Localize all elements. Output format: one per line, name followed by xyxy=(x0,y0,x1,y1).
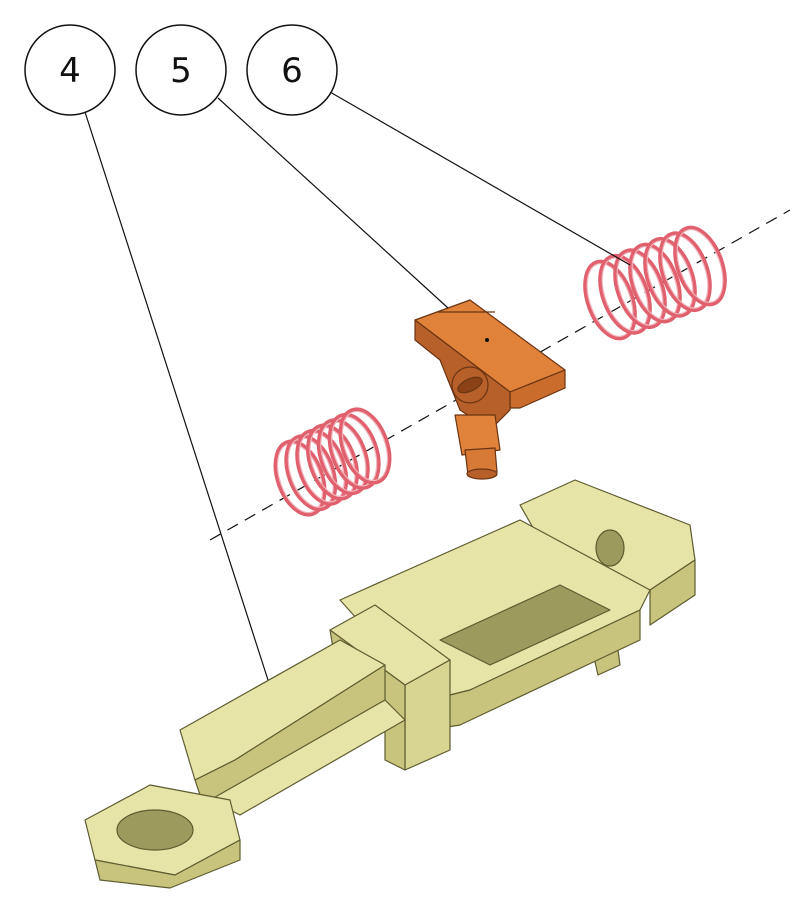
spring-left-coils xyxy=(273,407,392,517)
slider-rear-hole xyxy=(595,529,625,567)
callout-balloon-5: 5 xyxy=(135,24,227,116)
callout-balloon-6: 6 xyxy=(246,24,338,116)
spring-left-coil xyxy=(306,423,359,501)
spring-right-coil xyxy=(628,242,682,324)
spring-right-coil-highlight xyxy=(586,263,634,337)
spring-right-coil-highlight xyxy=(631,246,679,320)
slider-frame xyxy=(84,479,696,889)
spring-left xyxy=(273,407,392,517)
callout-label-5: 5 xyxy=(170,51,192,91)
leader-line-6 xyxy=(329,91,631,266)
callout-label-4: 4 xyxy=(59,51,81,91)
slider-front-ring-side xyxy=(94,839,241,889)
cam-latch-stem xyxy=(454,414,501,456)
leader-line-5 xyxy=(217,97,449,309)
cam-latch-pin-tip xyxy=(466,468,498,480)
spring-left-coil xyxy=(295,428,349,506)
leader-line-4 xyxy=(84,111,269,681)
spring-right-coil xyxy=(583,259,637,341)
slider-inner-slot xyxy=(439,584,611,666)
leader-dot-5 xyxy=(485,338,489,342)
spring-right-coils xyxy=(583,225,727,341)
spring-right xyxy=(583,225,727,341)
spring-right-coil-highlight xyxy=(601,257,649,332)
spring-right-coil xyxy=(658,231,712,313)
spring-right-coil-highlight xyxy=(616,251,664,326)
spring-right-coil xyxy=(598,253,652,335)
cam-latch xyxy=(414,299,566,480)
cam-latch-pivot-slot xyxy=(457,376,483,394)
callout-label-6: 6 xyxy=(281,51,303,91)
spring-left-coil xyxy=(284,434,338,512)
spring-left-coil xyxy=(338,407,392,485)
spring-left-coil xyxy=(273,439,327,517)
spring-right-coil xyxy=(673,225,727,307)
spring-right-coil-highlight xyxy=(676,229,724,303)
spring-right-coil-highlight xyxy=(661,234,709,309)
spring-left-coil xyxy=(327,412,381,490)
callout-balloon-4: 4 xyxy=(24,24,116,116)
spring-right-coil-highlight xyxy=(646,240,694,315)
slider-rear-block-side xyxy=(649,559,696,626)
cam-latch-pin xyxy=(464,447,498,476)
spring-left-coil-highlight xyxy=(341,410,389,482)
leader-lines xyxy=(84,91,631,681)
slider-front-ring-hole xyxy=(116,809,194,851)
spring-left-coil xyxy=(316,418,370,496)
spring-right-coil xyxy=(643,236,697,318)
spring-right-coil xyxy=(613,248,667,330)
